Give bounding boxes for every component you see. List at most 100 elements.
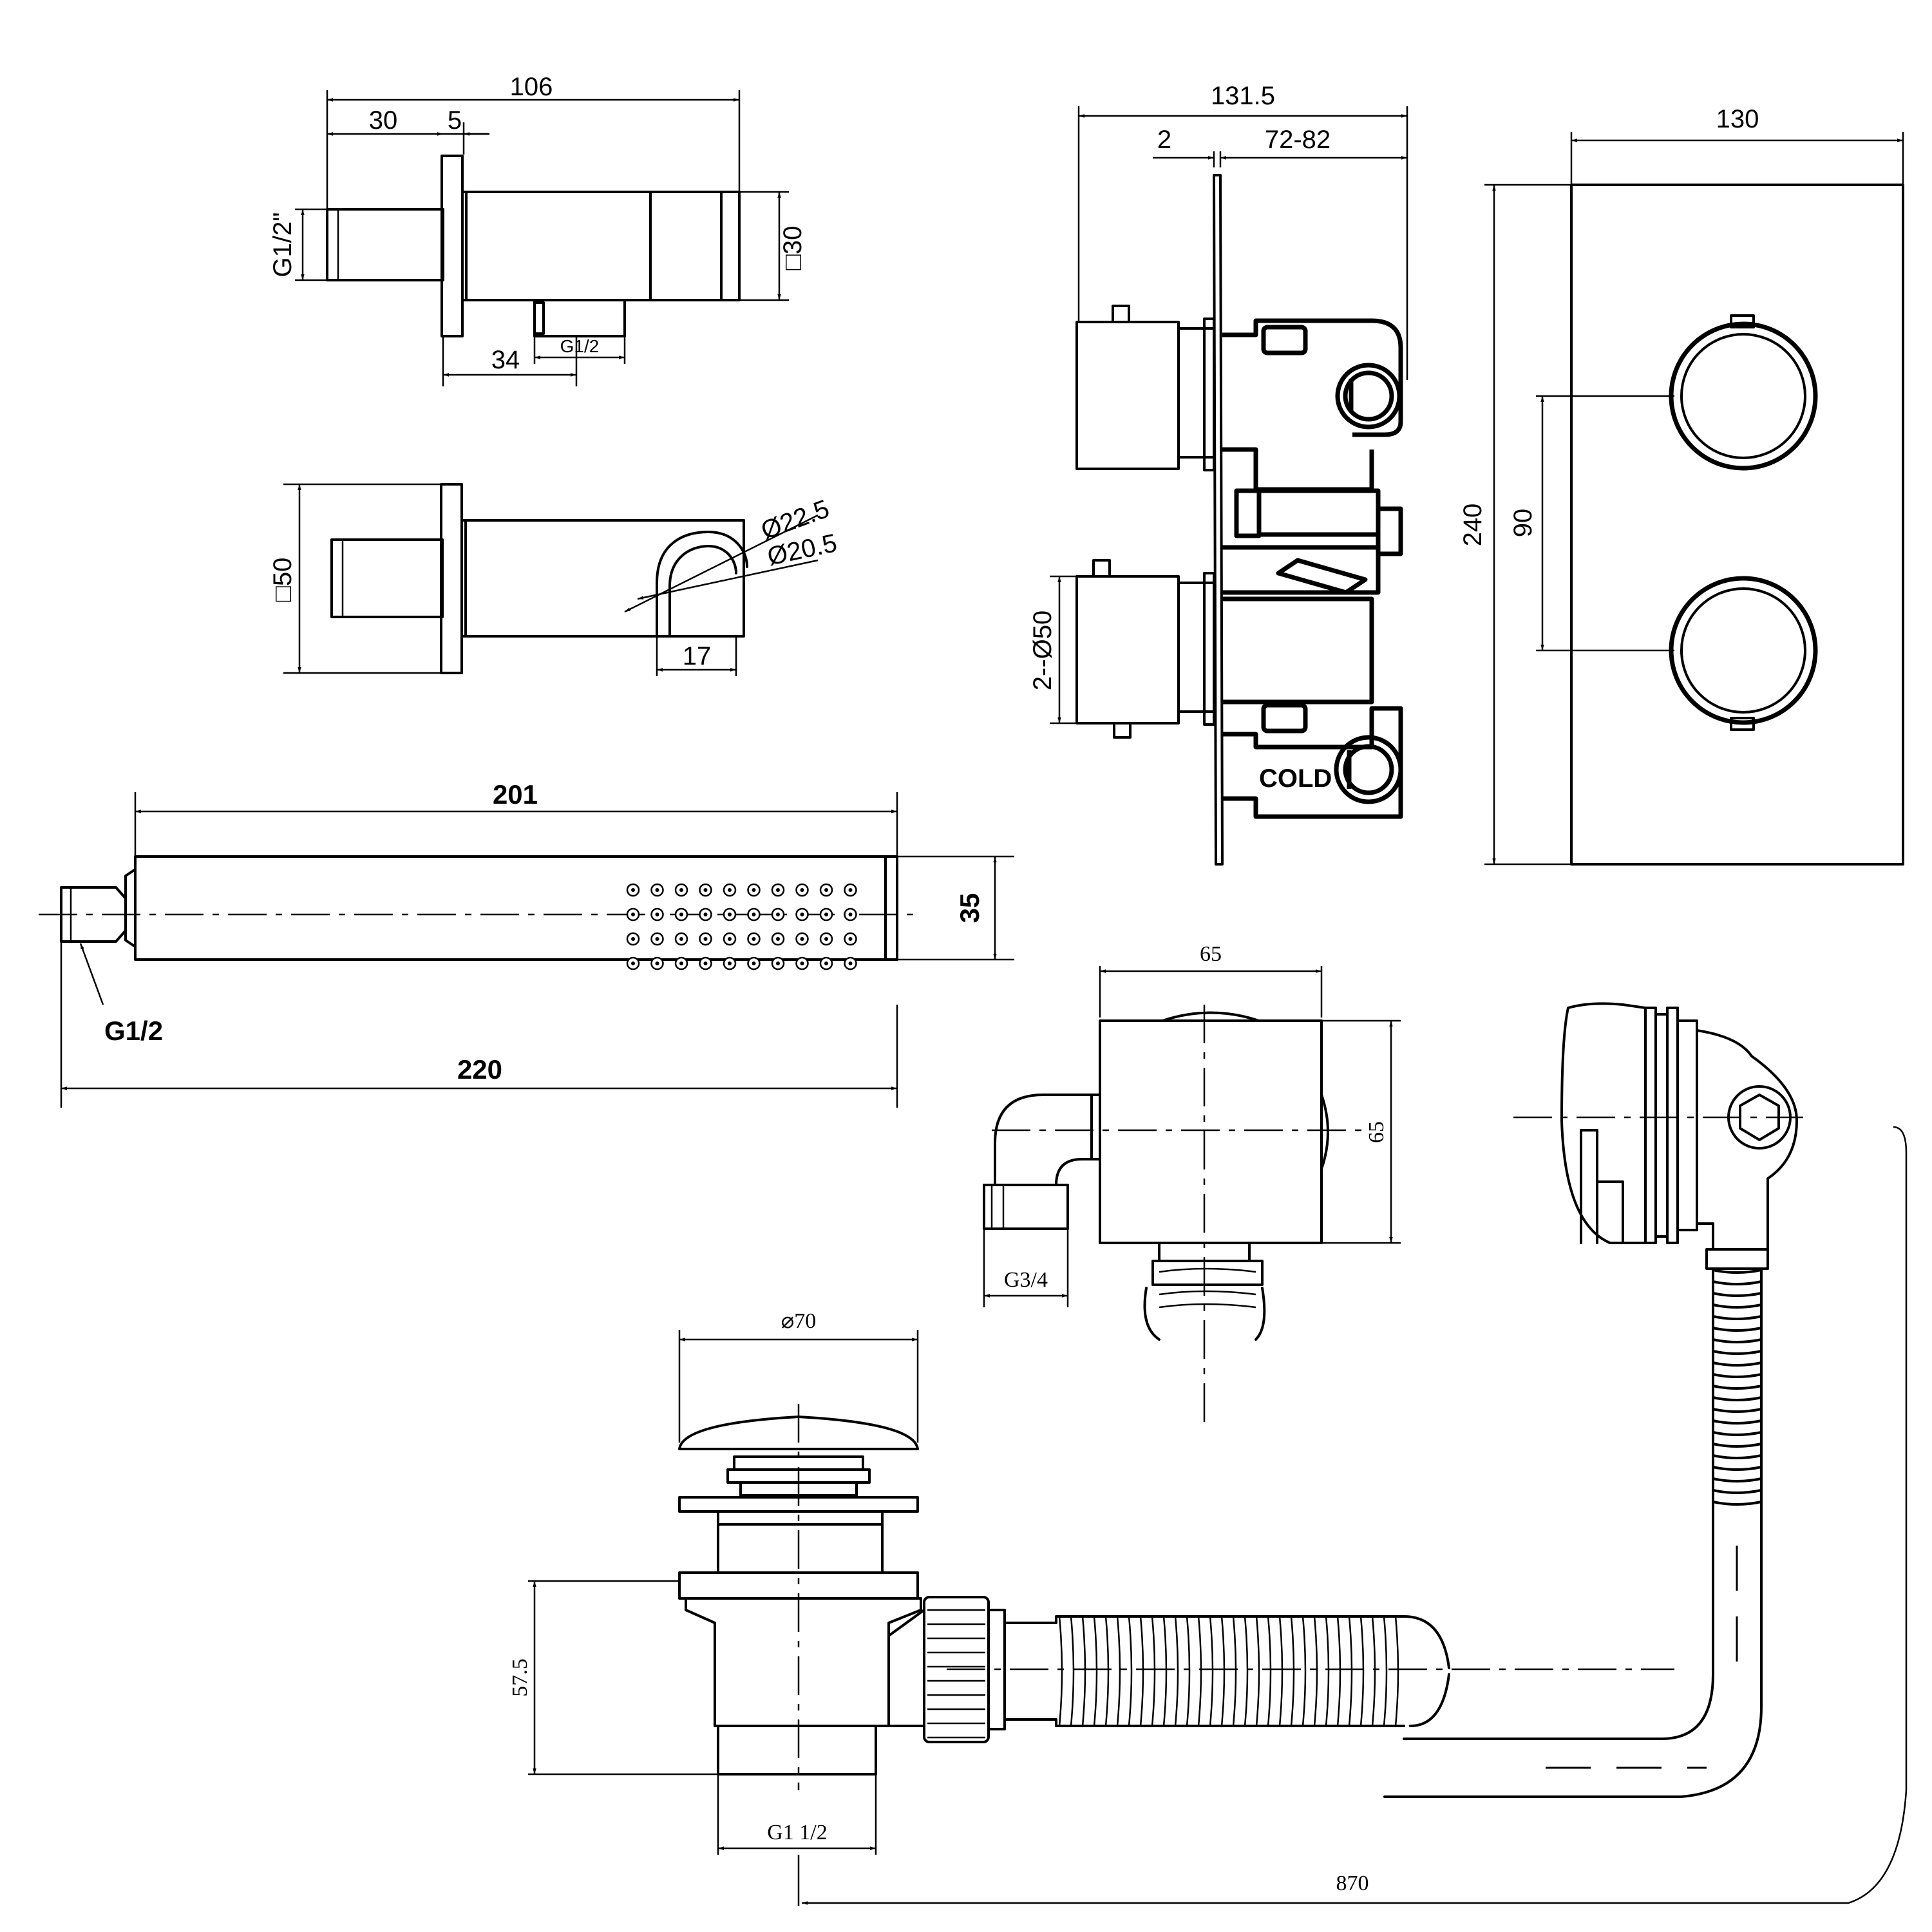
hose-rib [1174, 1616, 1179, 1727]
hose-rib [1712, 1280, 1763, 1285]
hose-rib [1712, 1443, 1763, 1448]
spray-nozzle-hole [800, 937, 804, 941]
spray-nozzle-hole [655, 961, 659, 965]
hose-rib [1336, 1616, 1341, 1727]
dim-waste-thread: G1 1/2 [767, 1821, 828, 1844]
hose-rib [1712, 1396, 1763, 1401]
hose-rib [1116, 1616, 1121, 1727]
hose-rib [1712, 1454, 1763, 1459]
spray-nozzle-hole [728, 888, 732, 892]
dim-shower-width: 35 [954, 893, 985, 923]
hose-rib [1162, 1616, 1168, 1727]
dim-outlet-body-square: □30 [779, 226, 807, 270]
spray-nozzle-hole [703, 961, 708, 965]
dim-shower-overall: 220 [457, 1054, 502, 1084]
dim-waste-cap: ⌀70 [781, 1309, 816, 1333]
spray-nozzles [626, 883, 857, 971]
hose-rib [1278, 1616, 1283, 1727]
dim-valve-plate: 2 [1157, 126, 1171, 154]
spray-nozzle-hole [679, 937, 683, 941]
hose-rib [1186, 1616, 1191, 1727]
hose-rib [1267, 1616, 1272, 1727]
waste-nut-ribs [927, 1609, 985, 1739]
spray-nozzle-hole [752, 961, 756, 965]
spray-nozzle-hole [752, 937, 756, 941]
spray-nozzle-hole [776, 913, 780, 916]
dim-outlet-thread: G1/2 [560, 336, 600, 356]
hose-rib [1209, 1616, 1214, 1727]
waste-hose-ribs [1058, 1616, 1399, 1727]
dim-valve-handle: 2--Ø50 [1028, 611, 1057, 691]
hose-rib [1151, 1616, 1156, 1727]
dim-waste-length: 870 [1336, 1871, 1369, 1895]
hose-rib [1197, 1616, 1202, 1727]
hose-rib [1070, 1616, 1075, 1727]
bath-overflow [1383, 1002, 1803, 1798]
dim-holder-width: 17 [683, 642, 712, 670]
hose-rib [1712, 1419, 1763, 1425]
hose-rib [1712, 1373, 1763, 1378]
dim-filler-thread: G3/4 [1004, 1268, 1048, 1292]
spray-nozzle-hole [679, 961, 683, 965]
spray-nozzle-hole [848, 888, 853, 892]
wall-outlet-top-view: 106 30 5 G1/2" □30 34 [269, 73, 807, 386]
spray-nozzle-hole [800, 888, 804, 892]
hose-rib [1712, 1408, 1763, 1413]
spray-nozzle-hole [703, 888, 708, 892]
dim-valve-depth: 72-82 [1265, 126, 1331, 154]
hose-rib [1712, 1385, 1763, 1390]
hose-rib [1712, 1501, 1763, 1506]
hose-rib [1058, 1616, 1063, 1727]
dim-shower-thread: G1/2 [104, 1016, 163, 1046]
hose-rib [1313, 1616, 1318, 1727]
spray-nozzle-hole [631, 913, 635, 916]
spray-nozzle-hole [655, 888, 659, 892]
bath-filler: 65 G3/4 65 [983, 942, 1401, 1423]
dim-handle-spacing: 90 [1509, 509, 1537, 538]
dim-front-width: 130 [1716, 105, 1759, 133]
hose-rib [1093, 1616, 1098, 1727]
overflow-hose-ribs [1712, 1267, 1763, 1515]
spray-nozzle-hole [728, 961, 732, 965]
hose-rib [1712, 1303, 1763, 1309]
spray-nozzle-hole [824, 961, 828, 965]
spray-nozzle-hole [752, 913, 756, 916]
spray-nozzle-hole [824, 913, 828, 916]
dim-plate-square: □50 [269, 558, 297, 602]
upper-handle-front [1669, 314, 1818, 471]
spray-nozzle-hole [848, 937, 853, 941]
spray-nozzle-hole [776, 937, 780, 941]
hose-rib [1712, 1338, 1763, 1343]
spray-nozzle-hole [655, 913, 659, 916]
spray-nozzle-hole [824, 888, 828, 892]
dim-waste-height: 57.5 [508, 1658, 532, 1697]
hose-rib [1244, 1616, 1249, 1727]
spray-nozzle-hole [848, 961, 853, 965]
hose-rib [1712, 1361, 1763, 1367]
hose-rib [1081, 1616, 1086, 1727]
hose-rib [1712, 1269, 1763, 1274]
spray-nozzle-hole [655, 937, 659, 941]
hose-rib [1712, 1431, 1763, 1436]
spray-nozzle-hole [776, 961, 780, 965]
hose-rib [1302, 1616, 1307, 1727]
dim-front-height: 240 [1459, 504, 1487, 547]
dim-valve-overall: 131.5 [1211, 82, 1275, 110]
dim-shower-head: 201 [493, 779, 538, 810]
spray-nozzle-hole [728, 937, 732, 941]
spray-nozzle-hole [728, 913, 732, 916]
hose-rib [1712, 1466, 1763, 1471]
hose-outline [1712, 1267, 1763, 1515]
hose-rib [1255, 1616, 1260, 1727]
cold-stamp: COLD [1259, 764, 1332, 793]
spray-nozzle-hole [848, 913, 853, 916]
bath-waste: ⌀70 57.5 G1 1/2 [508, 1126, 1908, 1906]
hose-rib [1712, 1477, 1763, 1482]
hose-rib [1232, 1616, 1237, 1727]
hose-rib [1712, 1350, 1763, 1355]
dim-outlet-offset: 34 [491, 346, 520, 374]
spray-nozzle-hole [679, 888, 683, 892]
spray-nozzle-hole [631, 888, 635, 892]
hose-rib [1139, 1616, 1144, 1727]
